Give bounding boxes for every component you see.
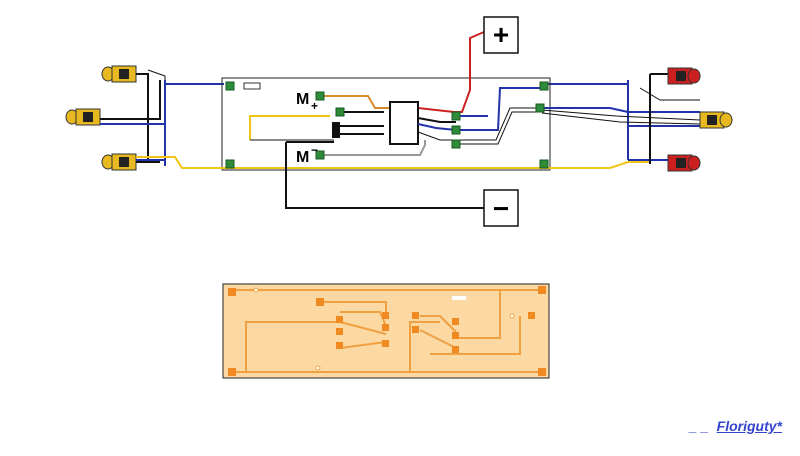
motor-plus-sign: + (311, 99, 318, 113)
black-pads (332, 122, 340, 138)
credit-author[interactable]: Floriguty* (716, 418, 782, 434)
left-lamp-middle (65, 108, 101, 126)
credit-dashes: _ _ (689, 418, 709, 434)
right-lamp-top (667, 67, 701, 85)
blue-rails (165, 80, 629, 160)
motor-plus-label: M (296, 91, 309, 108)
ic-chip (389, 101, 419, 145)
motor-minus-label: M (296, 149, 309, 166)
plus-terminal: + (483, 16, 519, 54)
orange-wire-motor-plus (320, 95, 392, 109)
gray-wire-motor-minus (320, 140, 426, 156)
right-lamp-middle (699, 111, 733, 129)
minus-terminal-label: − (493, 193, 509, 224)
pcb-layout (222, 283, 550, 379)
fuse-component (243, 82, 261, 90)
minus-terminal: − (483, 189, 519, 227)
right-lamp-bottom (667, 154, 701, 172)
left-lamp-bottom (101, 153, 137, 171)
left-lamp-top (101, 65, 137, 83)
motor-minus-sign: − (311, 143, 318, 157)
left-lamp-leads (100, 69, 224, 169)
red-wire-plus (417, 31, 485, 113)
author-credit[interactable]: _ _ Floriguty* (689, 418, 782, 434)
ic-output-wires (417, 87, 548, 145)
right-lamp-leads (541, 73, 701, 164)
main-board-outline (221, 77, 551, 171)
connection-pads (225, 81, 549, 169)
black-wires (250, 111, 484, 209)
plus-terminal-label: + (493, 19, 509, 50)
